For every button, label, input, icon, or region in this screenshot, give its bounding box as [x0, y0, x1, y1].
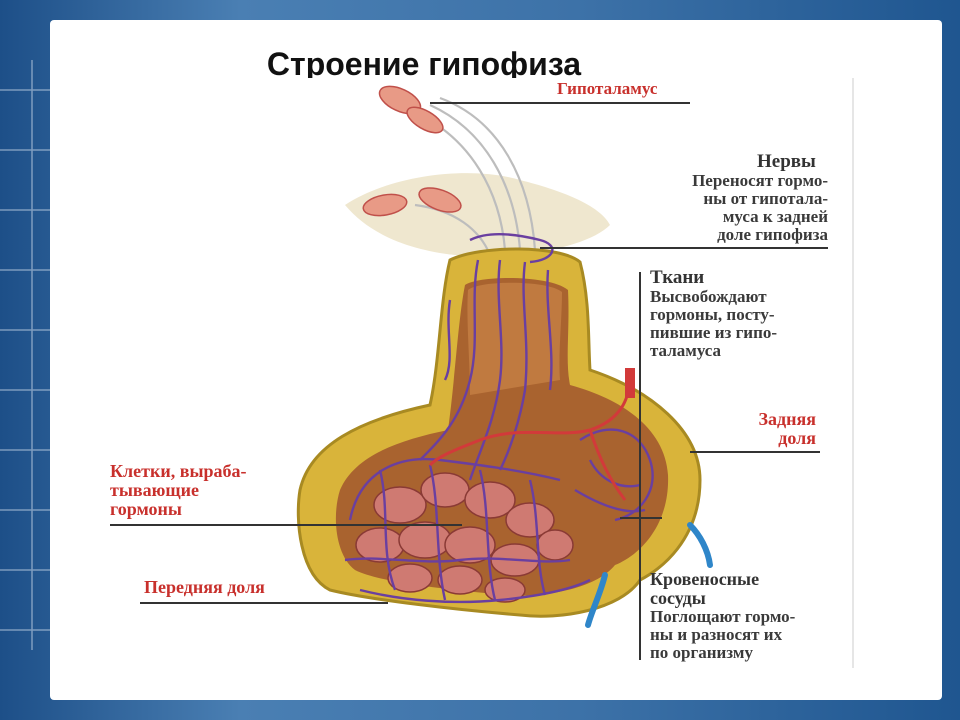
- veins: [585, 522, 713, 628]
- hypothalamus-tissue: [345, 173, 610, 255]
- label-nerves-desc: Переносят гормо- ны от гипотала- муса к …: [692, 171, 828, 244]
- arteries: [428, 374, 632, 501]
- capillary-network: [344, 233, 654, 604]
- label-vessels-desc: Поглощают гормо- ны и разносят их по орг…: [650, 607, 796, 662]
- label-nerves-title: Нервы: [757, 151, 816, 172]
- slide-title: Строение гипофиза: [266, 46, 582, 82]
- hormone-cells: [355, 472, 574, 603]
- label-vessels-title: Кровеносные сосуды: [650, 569, 760, 608]
- neuron-bodies: [362, 85, 462, 217]
- label-posterior-lobe: Задняя доля: [758, 409, 816, 448]
- label-anterior-lobe: Передняя доля: [144, 577, 265, 597]
- nerve-fibers: [414, 96, 537, 256]
- label-hypothalamus: Гипоталамус: [557, 79, 658, 98]
- leader-lines: [110, 102, 828, 660]
- label-hormone-cells: Клетки, выраба- тывающие гормоны: [110, 461, 247, 519]
- label-tissues-desc: Высвобождают гормоны, посту- пившие из г…: [650, 287, 778, 360]
- label-tissues-title: Ткани: [650, 267, 705, 288]
